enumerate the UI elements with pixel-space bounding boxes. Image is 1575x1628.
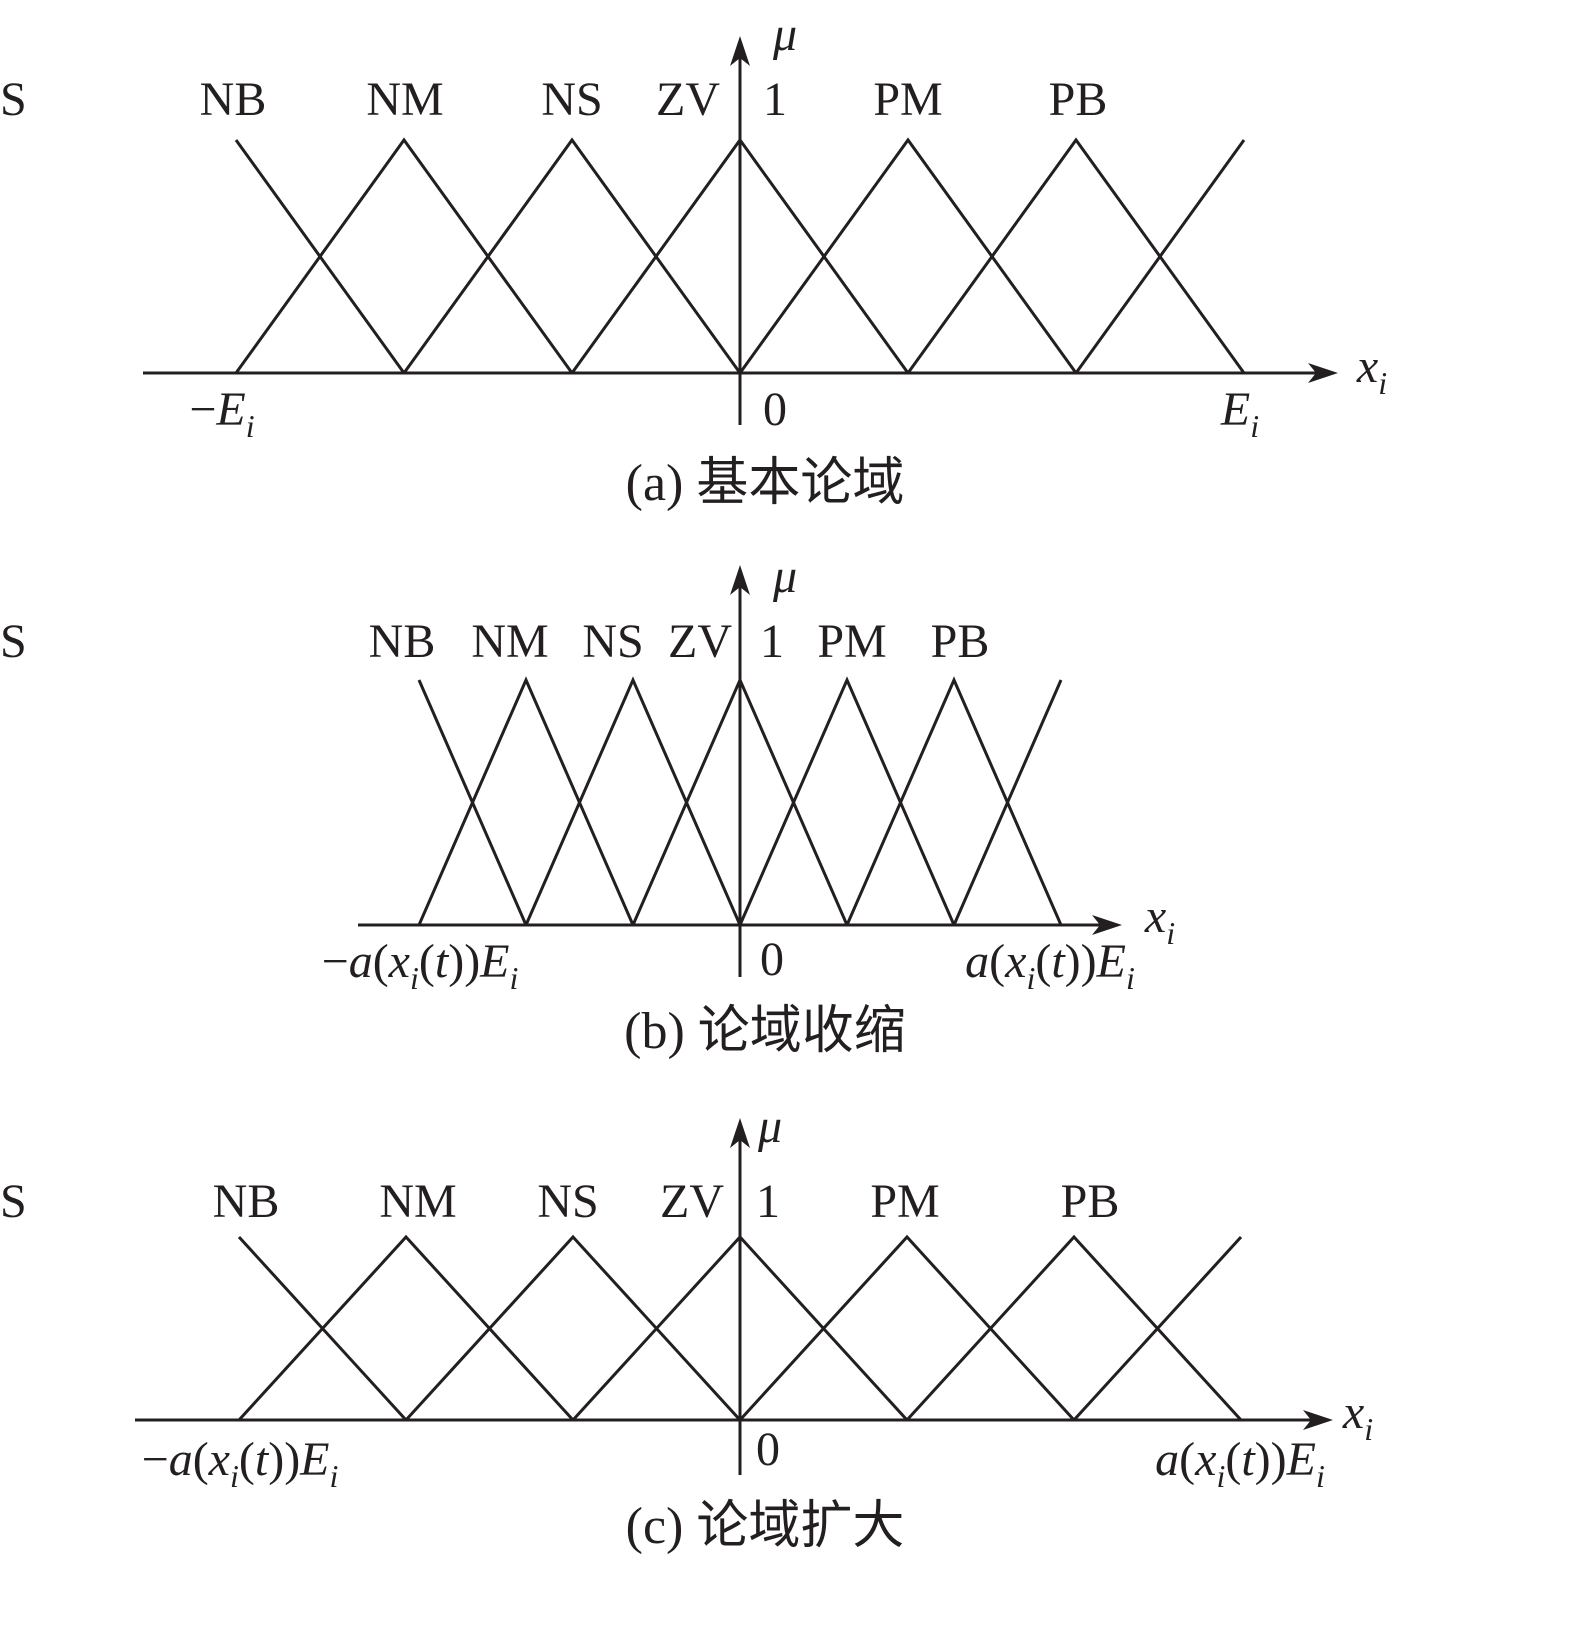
set-label-ps: PS bbox=[0, 1175, 27, 1228]
y-axis-label: μ bbox=[757, 1100, 782, 1153]
set-label-ns: NS bbox=[541, 73, 602, 126]
membership-zv bbox=[570, 137, 910, 374]
peak-label: 1 bbox=[760, 615, 784, 668]
set-label-nb: NB bbox=[369, 615, 436, 668]
membership-pm bbox=[845, 676, 1063, 926]
left-bound-label: −a(xi​(t))Ei​ bbox=[322, 935, 519, 996]
set-label-pm: PM bbox=[870, 1175, 939, 1228]
membership-ps bbox=[738, 676, 956, 926]
right-bound-label: a(xi​(t))Ei​ bbox=[1155, 1433, 1325, 1494]
membership-ns bbox=[402, 137, 742, 374]
membership-ns bbox=[524, 676, 742, 926]
x-axis-arrowhead bbox=[1092, 915, 1122, 935]
panel-caption: (b) 论域收缩 bbox=[624, 1003, 906, 1060]
membership-zv bbox=[631, 676, 849, 926]
left-bound-label: −Ei​ bbox=[189, 383, 254, 444]
membership-ps bbox=[738, 1234, 1076, 1422]
set-label-ps: PS bbox=[0, 615, 27, 668]
panel-caption: (c) 论域扩大 bbox=[626, 1498, 905, 1555]
panel-caption: (a) 基本论域 bbox=[626, 455, 905, 512]
set-label-ns: NS bbox=[582, 615, 643, 668]
set-label-nm: NM bbox=[471, 615, 548, 668]
set-label-zv: ZV bbox=[668, 615, 732, 668]
left-bound-label: −a(xi​(t))Ei​ bbox=[142, 1433, 339, 1494]
set-label-ps: PS bbox=[0, 73, 27, 126]
set-label-nm: NM bbox=[366, 73, 443, 126]
set-label-zv: ZV bbox=[660, 1175, 724, 1228]
y-axis-arrowhead bbox=[730, 1118, 750, 1148]
right-bound-label: Ei​ bbox=[1220, 383, 1259, 444]
origin-label: 0 bbox=[763, 383, 787, 436]
x-axis-arrowhead bbox=[1308, 363, 1338, 383]
y-axis-label: μ bbox=[772, 550, 797, 603]
set-label-pm: PM bbox=[873, 73, 942, 126]
y-axis-arrowhead bbox=[730, 36, 750, 66]
set-label-nb: NB bbox=[213, 1175, 280, 1228]
y-axis-arrowhead bbox=[730, 565, 750, 595]
membership-pb bbox=[952, 679, 1063, 926]
peak-label: 1 bbox=[756, 1175, 780, 1228]
membership-pm bbox=[905, 1234, 1243, 1422]
membership-pm bbox=[906, 137, 1246, 374]
membership-nm bbox=[237, 1234, 575, 1422]
origin-label: 0 bbox=[760, 933, 784, 986]
x-axis-arrowhead bbox=[1303, 1410, 1333, 1430]
set-label-nb: NB bbox=[200, 73, 267, 126]
set-label-nm: NM bbox=[379, 1175, 456, 1228]
panel-c: NB NM NS ZV PS PM PB 1 μ xi​ 0 −a(xi​(t))Ei​ a(xi​(t… bbox=[0, 1100, 1373, 1555]
x-axis-label: xi​ bbox=[1342, 1386, 1373, 1447]
x-axis-label: xi​ bbox=[1356, 340, 1387, 401]
membership-pb bbox=[1072, 1235, 1243, 1422]
set-label-zv: ZV bbox=[656, 73, 720, 126]
right-bound-label: a(xi​(t))Ei​ bbox=[965, 935, 1135, 996]
set-label-ns: NS bbox=[537, 1175, 598, 1228]
peak-label: 1 bbox=[763, 73, 787, 126]
membership-ps bbox=[738, 137, 1078, 374]
membership-pb bbox=[1074, 139, 1246, 374]
x-axis-label: xi​ bbox=[1144, 890, 1175, 951]
panel-b: NB NM NS ZV PS PM PB 1 μ xi​ 0 −a(xi​(t))Ei​ a(xi​(t… bbox=[0, 550, 1175, 1060]
membership-ns bbox=[404, 1234, 742, 1422]
membership-nm bbox=[417, 676, 635, 926]
set-label-pb: PB bbox=[1061, 1175, 1120, 1228]
set-label-pb: PB bbox=[1049, 73, 1108, 126]
membership-nm bbox=[234, 137, 574, 374]
set-label-pm: PM bbox=[817, 615, 886, 668]
y-axis-label: μ bbox=[772, 8, 797, 61]
panel-a: NB NM NS ZV PS PM PB 1 μ xi​ 0 −Ei​ Ei​ (a) 基本论域 bbox=[0, 8, 1387, 512]
set-label-pb: PB bbox=[931, 615, 990, 668]
origin-label: 0 bbox=[756, 1423, 780, 1476]
membership-zv bbox=[571, 1234, 909, 1422]
